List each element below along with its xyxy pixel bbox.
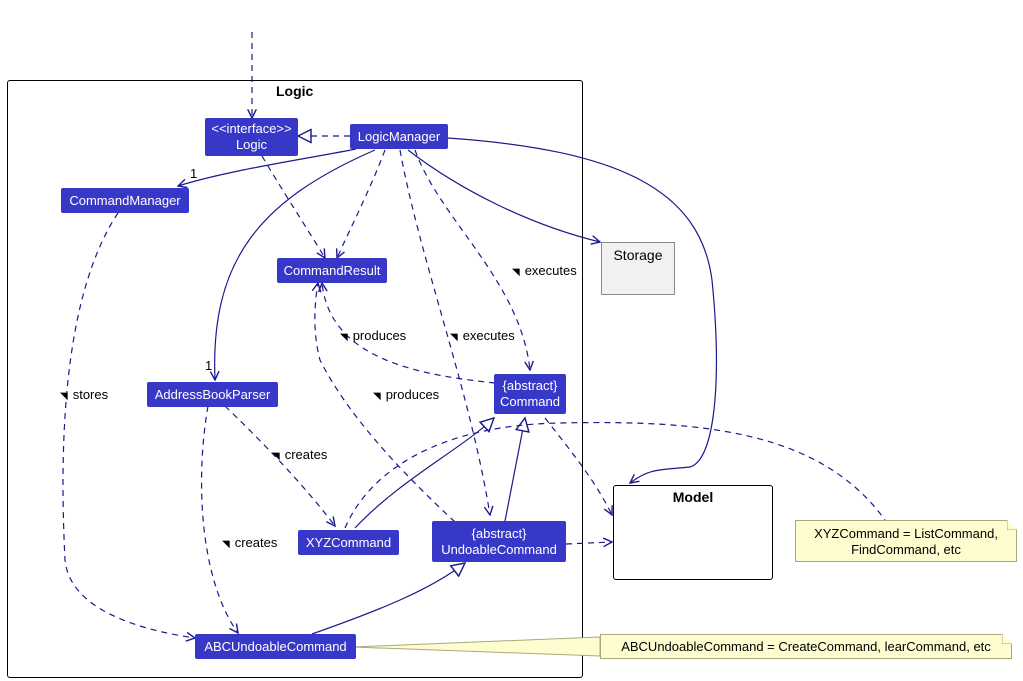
edge-logicmanager-to-parser xyxy=(215,149,376,380)
edge-logic-to-commandresult xyxy=(261,155,325,258)
multiplicity-command-manager: 1 xyxy=(190,166,198,181)
abc-undoable-command-note: ABCUndoableCommand = CreateCommand, lear… xyxy=(600,634,1012,659)
edge-parser-creates-xyz xyxy=(224,405,335,526)
abc-undoable-command-name: ABCUndoableCommand xyxy=(204,638,347,654)
edge-label-creates-abc: ◥creates xyxy=(222,535,278,550)
logic-stereotype: <<interface>> xyxy=(211,121,292,136)
edge-logicmanager-to-model xyxy=(447,137,717,483)
edge-commandmanager-stores-abc xyxy=(62,212,195,638)
edge-abc-extends-undoable xyxy=(311,563,465,635)
direction-arrow-icon: ◥ xyxy=(222,539,230,550)
undoable-command-stereotype: {abstract} xyxy=(471,525,527,541)
command-result-name: CommandResult xyxy=(283,262,381,278)
command-manager-name: CommandManager xyxy=(69,192,181,208)
logic-name: Logic xyxy=(235,137,268,152)
edge-label-creates-xyz: ◥creates xyxy=(272,447,328,462)
logic-interface-class[interactable]: <<interface>> Logic xyxy=(205,118,298,156)
address-book-parser-name: AddressBookParser xyxy=(154,386,271,402)
edge-parser-creates-abc xyxy=(200,405,238,633)
command-result-class[interactable]: CommandResult xyxy=(277,258,387,283)
storage-package[interactable]: Storage xyxy=(601,242,675,295)
xyz-command-class[interactable]: XYZCommand xyxy=(298,530,399,555)
model-title: Model xyxy=(672,489,714,505)
model-package[interactable]: Model xyxy=(613,485,773,580)
xyz-note-line1: XYZCommand = ListCommand, xyxy=(814,526,998,541)
edge-logicmanager-to-storage xyxy=(407,149,600,242)
logic-manager-class[interactable]: LogicManager xyxy=(350,124,448,149)
edge-label-stores: ◥stores xyxy=(60,387,109,402)
address-book-parser-class[interactable]: AddressBookParser xyxy=(147,382,278,407)
logic-manager-name: LogicManager xyxy=(357,128,441,144)
xyz-command-note: XYZCommand = ListCommand, FindCommand, e… xyxy=(795,520,1017,562)
edge-label-produces-undoable: ◥produces xyxy=(373,387,440,402)
edge-xyz-extends-command xyxy=(354,418,494,529)
direction-arrow-icon: ◥ xyxy=(60,391,68,402)
storage-title: Storage xyxy=(613,247,663,263)
edge-logicmanager-to-commandresult xyxy=(337,149,386,258)
note-connector-xyz xyxy=(344,421,886,529)
direction-arrow-icon: ◥ xyxy=(272,451,280,462)
note-fold-icon xyxy=(1007,520,1017,530)
note-fold-icon xyxy=(1002,634,1012,644)
edge-label-produces-command: ◥produces xyxy=(340,328,407,343)
command-manager-class[interactable]: CommandManager xyxy=(61,188,189,213)
edge-undoable-to-model xyxy=(565,542,612,544)
logic-package xyxy=(7,80,583,678)
multiplicity-parser: 1 xyxy=(205,358,213,373)
edge-command-to-model xyxy=(544,417,612,515)
edge-command-produces-result xyxy=(322,283,496,384)
command-stereotype: {abstract} xyxy=(502,378,558,393)
direction-arrow-icon: ◥ xyxy=(340,332,348,343)
note-connector-abc xyxy=(351,636,601,657)
undoable-command-class[interactable]: {abstract} UndoableCommand xyxy=(432,521,566,562)
edge-undoable-produces-result xyxy=(315,283,456,523)
edge-label-executes-undoable: ◥executes xyxy=(450,328,515,343)
edge-logicmanager-to-commandmanager xyxy=(178,148,357,186)
undoable-command-name: UndoableCommand xyxy=(441,541,557,557)
edge-label-executes-command: ◥executes xyxy=(512,263,577,278)
abc-note-text: ABCUndoableCommand = CreateCommand, lear… xyxy=(621,639,991,654)
direction-arrow-icon: ◥ xyxy=(373,391,381,402)
direction-arrow-icon: ◥ xyxy=(512,267,520,278)
abc-undoable-command-class[interactable]: ABCUndoableCommand xyxy=(195,634,356,659)
command-name: Command xyxy=(500,394,560,409)
edge-undoable-extends-command xyxy=(504,418,525,522)
xyz-command-name: XYZCommand xyxy=(305,534,392,550)
edge-logicmanager-executes-undoable xyxy=(399,149,490,515)
direction-arrow-icon: ◥ xyxy=(450,332,458,343)
command-class[interactable]: {abstract} Command xyxy=(494,374,566,414)
logic-package-title: Logic xyxy=(276,83,314,99)
xyz-note-line2: FindCommand, etc xyxy=(851,542,961,557)
